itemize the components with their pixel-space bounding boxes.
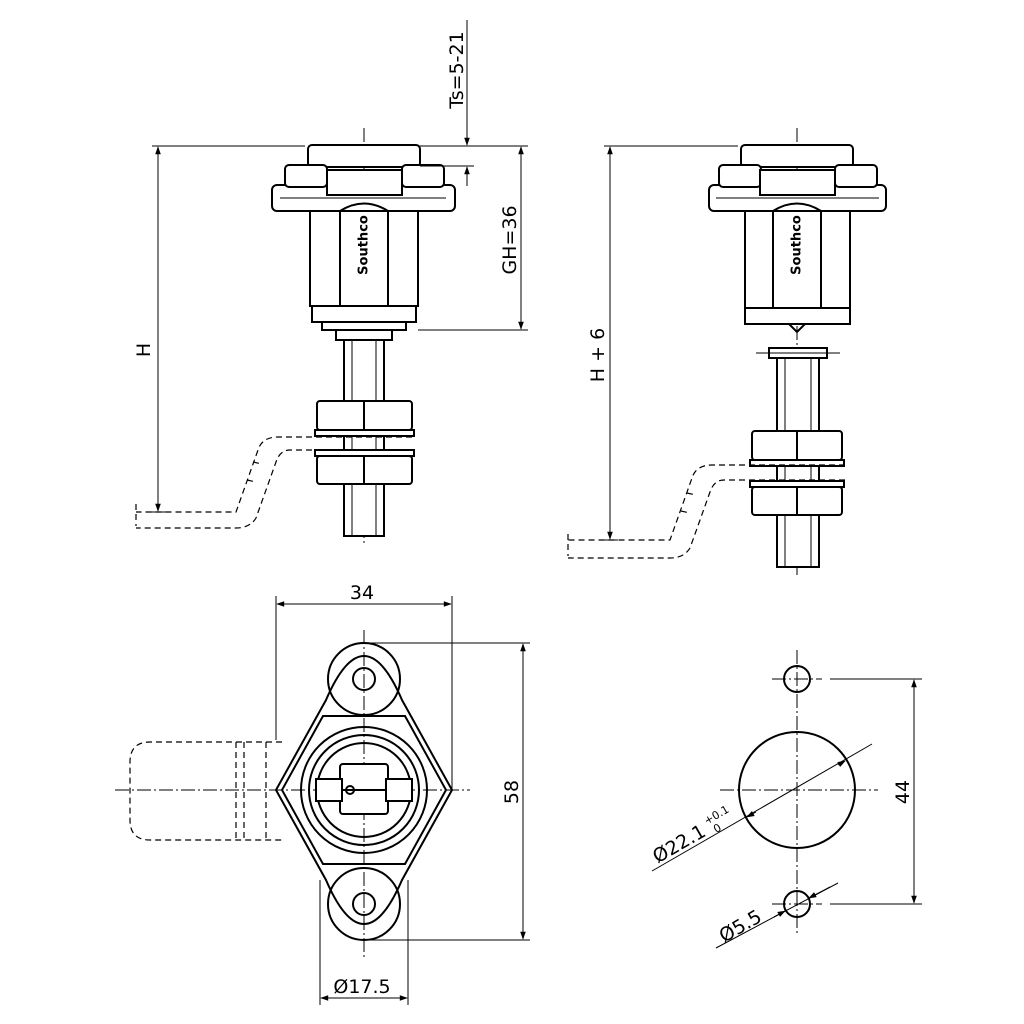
dim-dia-5-5-label: Ø5.5: [716, 906, 766, 948]
brand-logo-left: Southco: [357, 215, 372, 275]
front-view: 34 58 Ø17.5: [115, 582, 530, 1005]
dim-dia-22-1-tol-lower: 0: [711, 821, 724, 836]
dim-58-label: 58: [501, 780, 523, 804]
side-view-left: Southco H GH=36 Ts=5-21: [133, 20, 528, 545]
dim-ts-label: Ts=5-21: [446, 31, 468, 109]
side-view-right: Southco H + 6: [567, 128, 887, 575]
dim-gh-label: GH=36: [499, 205, 521, 274]
dim-dia-22-1-base: Ø22.1: [649, 820, 710, 868]
panel-cutout-view: 44 Ø22.1 +0.1 0 Ø5.5: [649, 650, 922, 949]
dim-dia-17-5-label: Ø17.5: [333, 976, 390, 998]
dim-dia-22-1-label: Ø22.1: [649, 820, 710, 868]
dim-44-label: 44: [892, 780, 914, 804]
dim-34-label: 34: [350, 582, 374, 604]
brand-logo-right: Southco: [790, 215, 805, 275]
dim-h-plus-6-label: H + 6: [587, 328, 609, 382]
dim-h-label: H: [133, 343, 155, 357]
